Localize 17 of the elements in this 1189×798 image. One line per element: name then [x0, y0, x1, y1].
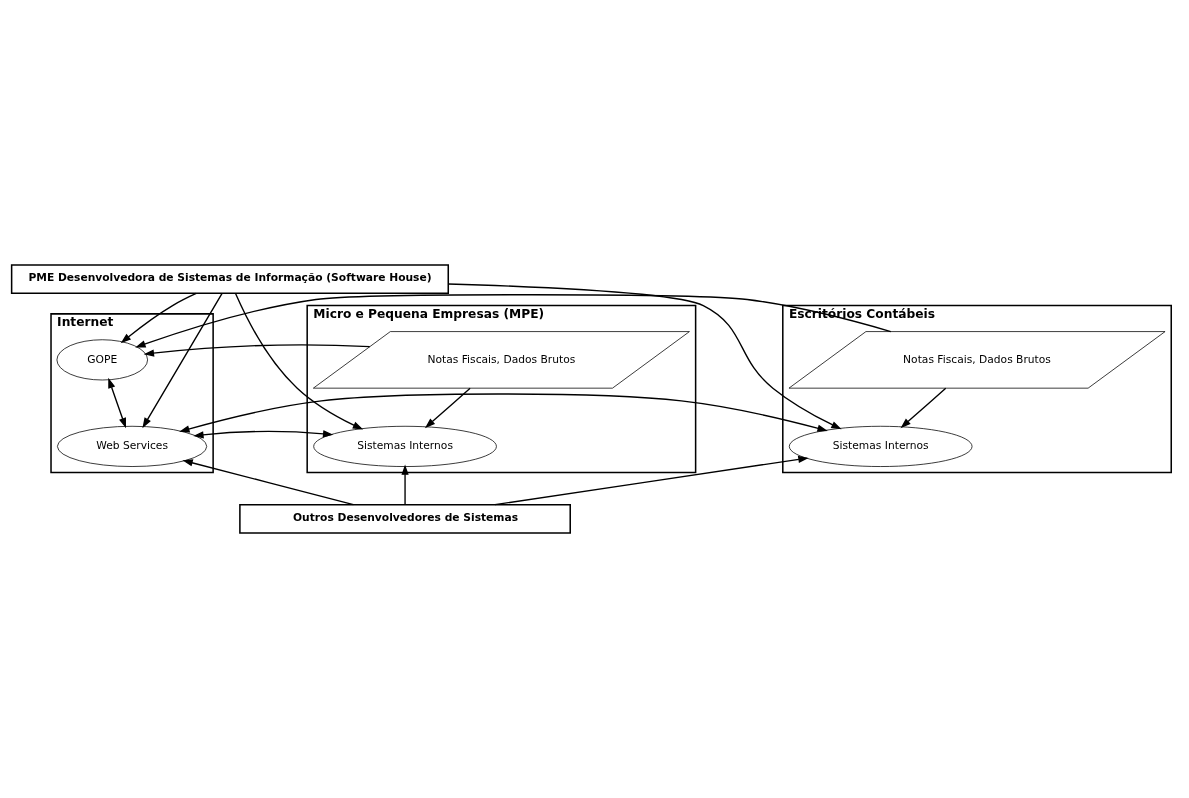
arrow	[401, 464, 409, 506]
arrow	[494, 455, 809, 506]
arrow	[182, 459, 355, 506]
arrow	[900, 387, 947, 429]
arrow	[179, 393, 828, 433]
arrow	[135, 294, 892, 348]
node-ellipse: Sistemas Internos	[313, 425, 497, 467]
arrow	[193, 430, 334, 439]
arrow	[142, 292, 223, 429]
arrow	[447, 283, 842, 430]
arrow	[143, 344, 371, 357]
arrow	[120, 292, 197, 344]
node-box: Outros Desenvolvedores de Sistemas	[239, 503, 571, 534]
node-box: PME Desenvolvedora de Sistemas de Informação (Software House)	[10, 264, 450, 295]
arrow	[424, 387, 471, 429]
arrow	[108, 377, 126, 429]
arrow	[234, 292, 364, 430]
